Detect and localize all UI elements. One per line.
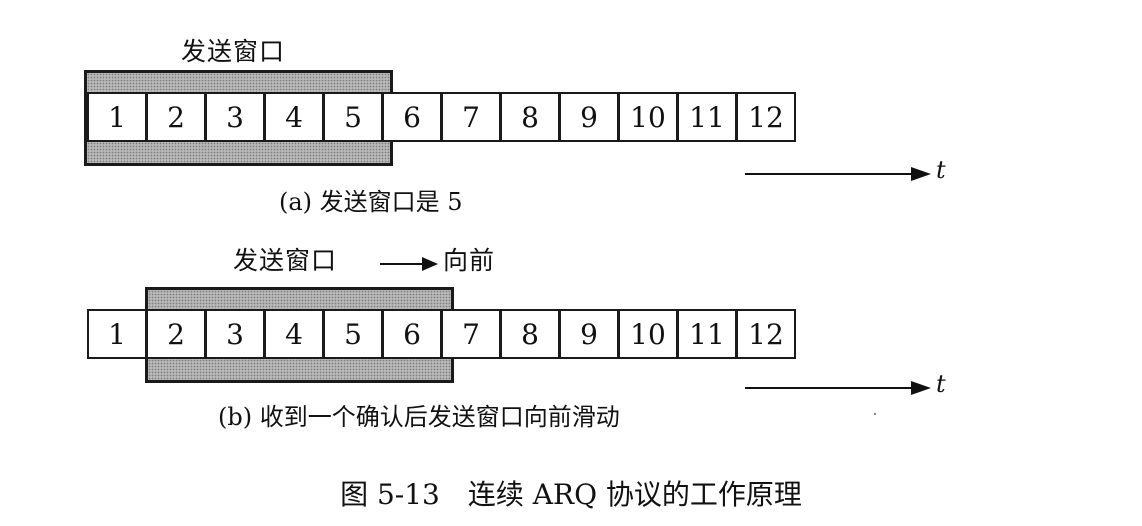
panel-a-cell-row: 1 2 3 4 5 6 7 8 9 10 11 12 bbox=[87, 92, 796, 142]
panel-b-cell-2: 2 bbox=[146, 309, 206, 359]
panel-b-forward-arrow bbox=[380, 256, 440, 272]
panel-b-caption: (b) 收到一个确认后发送窗口向前滑动 bbox=[218, 403, 620, 431]
panel-a-cell-9: 9 bbox=[559, 92, 619, 142]
panel-b-cell-12: 12 bbox=[736, 309, 796, 359]
panel-a-time-arrow bbox=[745, 164, 935, 184]
panel-a-cell-5: 5 bbox=[323, 92, 383, 142]
panel-a-caption: (a) 发送窗口是 5 bbox=[279, 188, 463, 216]
panel-b-cell-3: 3 bbox=[205, 309, 265, 359]
panel-b-time-arrow-head bbox=[911, 381, 931, 395]
panel-b-cell-4: 4 bbox=[264, 309, 324, 359]
panel-a-cell-3: 3 bbox=[205, 92, 265, 142]
panel-b-cell-row: 1 2 3 4 5 6 7 8 9 10 11 12 bbox=[87, 309, 796, 359]
panel-b-forward-arrow-head bbox=[422, 257, 438, 271]
panel-a-cell-12: 12 bbox=[736, 92, 796, 142]
panel-a-cell-7: 7 bbox=[441, 92, 501, 142]
panel-b-time-arrow-shaft bbox=[745, 387, 913, 389]
panel-b-cell-11: 11 bbox=[677, 309, 737, 359]
scan-speck bbox=[874, 413, 876, 415]
panel-a-cell-4: 4 bbox=[264, 92, 324, 142]
panel-a-time-label: t bbox=[936, 156, 946, 184]
panel-b-cell-7: 7 bbox=[441, 309, 501, 359]
panel-b-cell-1: 1 bbox=[87, 309, 147, 359]
panel-b-cell-5: 5 bbox=[323, 309, 383, 359]
panel-b-cell-10: 10 bbox=[618, 309, 678, 359]
panel-b-forward-arrow-shaft bbox=[380, 263, 424, 265]
panel-a-cell-1: 1 bbox=[87, 92, 147, 142]
panel-a-cell-10: 10 bbox=[618, 92, 678, 142]
panel-b-cell-8: 8 bbox=[500, 309, 560, 359]
panel-a-window-label: 发送窗口 bbox=[181, 37, 286, 66]
panel-a-time-arrow-head bbox=[911, 167, 931, 181]
figure-caption: 图 5-13 连续 ARQ 协议的工作原理 bbox=[340, 478, 802, 511]
panel-b-cell-6: 6 bbox=[382, 309, 442, 359]
panel-b-window-label: 发送窗口 bbox=[233, 246, 338, 275]
panel-b-forward-label: 向前 bbox=[443, 246, 496, 275]
panel-b-time-label: t bbox=[936, 370, 946, 398]
panel-b-time-arrow bbox=[745, 378, 935, 398]
panel-a-cell-2: 2 bbox=[146, 92, 206, 142]
panel-a-cell-6: 6 bbox=[382, 92, 442, 142]
panel-a-time-arrow-shaft bbox=[745, 173, 913, 175]
panel-b-cell-9: 9 bbox=[559, 309, 619, 359]
panel-a-cell-8: 8 bbox=[500, 92, 560, 142]
panel-a-cell-11: 11 bbox=[677, 92, 737, 142]
